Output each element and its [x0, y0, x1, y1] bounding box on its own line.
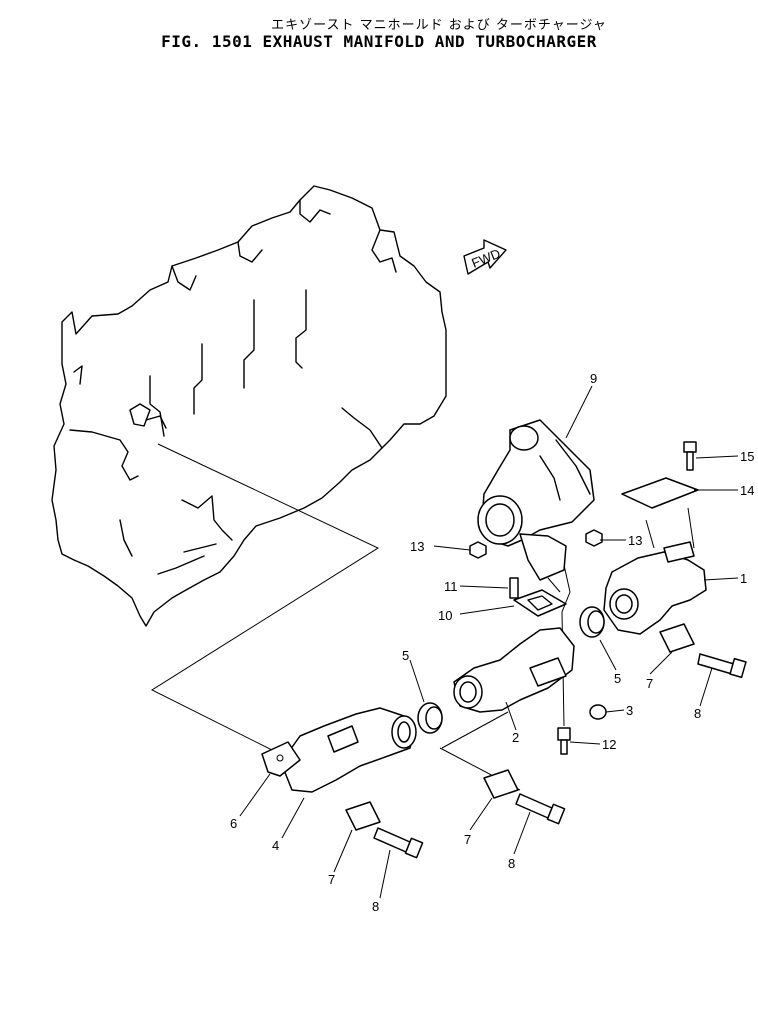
- callout-12: 12: [602, 737, 616, 752]
- stud: [509, 577, 519, 599]
- spacer-tube-center: [483, 769, 519, 799]
- manifold-nut: [589, 704, 607, 720]
- callout-11: 11: [444, 579, 458, 594]
- callout-1: 1: [740, 571, 747, 586]
- callout-13-left: 13: [410, 539, 424, 554]
- long-bolt-rear: [697, 653, 747, 679]
- nut-left: [469, 541, 487, 559]
- callout-labels: 9 1 14 15 13 13 11 10 3 12 2 5 5 7 8 7 8…: [230, 371, 754, 914]
- callout-8-rear: 8: [694, 706, 701, 721]
- cover-plate: [621, 477, 699, 509]
- manifold-bolt: [557, 727, 571, 755]
- engine-block-outline: [51, 185, 447, 627]
- spacer-tube-front: [345, 801, 381, 831]
- front-exhaust-manifold: [283, 707, 417, 793]
- callout-8-front: 8: [372, 899, 379, 914]
- callout-7-rear: 7: [646, 676, 653, 691]
- callout-14: 14: [740, 483, 754, 498]
- callout-3: 3: [626, 703, 633, 718]
- callout-9: 9: [590, 371, 597, 386]
- cover-bolt: [683, 441, 697, 471]
- forward-direction-arrow: FWD: [463, 239, 507, 275]
- callout-10: 10: [438, 608, 452, 623]
- callout-6: 6: [230, 816, 237, 831]
- turbo-gasket: [513, 589, 567, 617]
- figure-title-japanese: エキゾースト マニホールド および ターボチャージャ: [271, 18, 607, 33]
- front-gasket: [261, 741, 301, 777]
- center-exhaust-manifold: [453, 627, 575, 713]
- callout-8-center: 8: [508, 856, 515, 871]
- callout-5-left: 5: [402, 648, 409, 663]
- nut-right: [585, 529, 603, 547]
- callout-5-right: 5: [614, 671, 621, 686]
- fwd-label: FWD: [469, 246, 502, 271]
- spacer-tube-rear: [659, 623, 695, 653]
- long-bolt-front: [373, 827, 424, 859]
- turbocharger: [477, 419, 595, 581]
- seal-ring-left: [417, 702, 443, 734]
- callout-leaders: [239, 385, 739, 899]
- seal-ring-right: [579, 606, 605, 638]
- callout-2: 2: [512, 730, 519, 745]
- callout-15: 15: [740, 449, 754, 464]
- callout-13-right: 13: [628, 533, 642, 548]
- callout-4: 4: [272, 838, 279, 853]
- figure-title: FIG. 1501 EXHAUST MANIFOLD AND TURBOCHAR…: [161, 32, 597, 51]
- rear-exhaust-manifold: [603, 541, 707, 635]
- callout-7-front: 7: [328, 872, 335, 887]
- long-bolt-center: [515, 793, 566, 825]
- callout-7-center: 7: [464, 832, 471, 847]
